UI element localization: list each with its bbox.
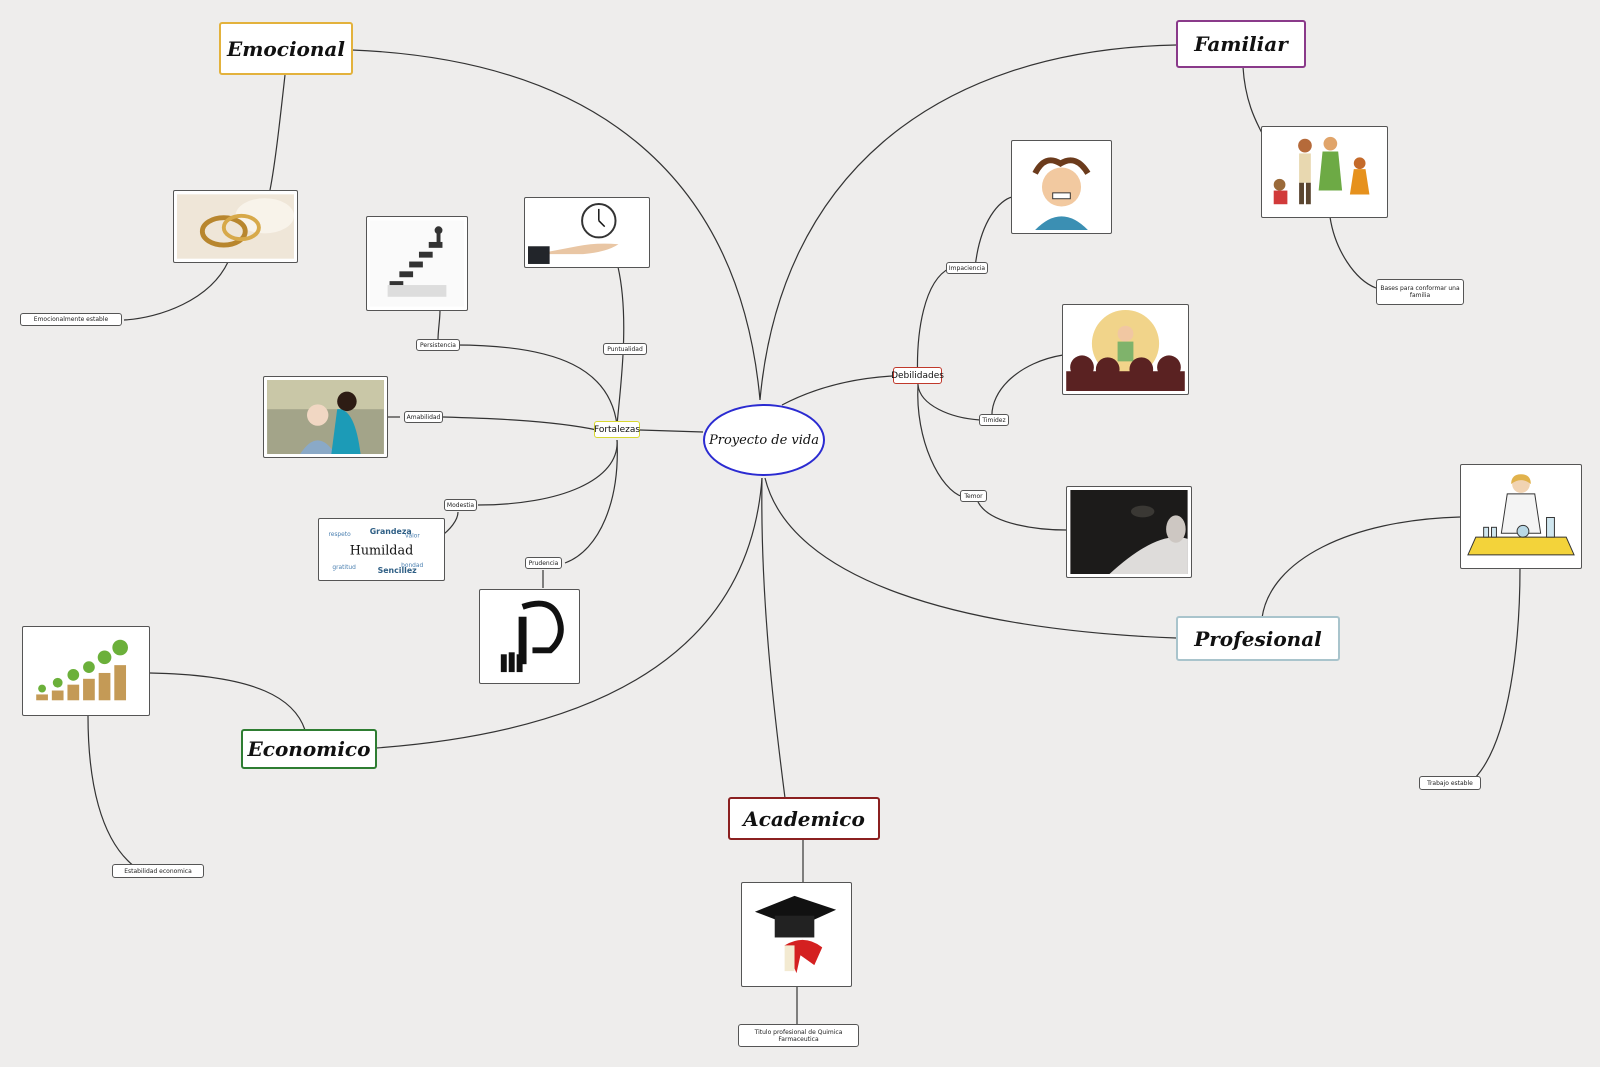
- svg-text:Grandeza: Grandeza: [370, 527, 412, 536]
- puntualidad-label[interactable]: Puntualidad: [603, 343, 647, 355]
- timidez-text: Timidez: [982, 416, 1006, 424]
- svg-text:Sencillez: Sencillez: [378, 566, 418, 575]
- prudencia-label[interactable]: Prudencia: [525, 557, 562, 569]
- branch-emocional-label: Emocional: [227, 36, 345, 61]
- fortalezas-node[interactable]: Fortalezas: [594, 421, 640, 438]
- wedding-rings-icon: [173, 190, 298, 263]
- central-topic-label: Proyecto de vida: [708, 432, 819, 448]
- impaciencia-label[interactable]: Impaciencia: [946, 262, 988, 274]
- profesional-leaf-text: Trabajo estable: [1427, 779, 1473, 787]
- fear-photo-icon: [1066, 486, 1192, 578]
- branch-profesional-label: Profesional: [1194, 626, 1322, 651]
- family-icon: [1261, 126, 1388, 218]
- branch-economico-label: Economico: [247, 737, 371, 761]
- shy-speaker-icon: [1062, 304, 1189, 395]
- caregiver-photo-icon: [263, 376, 388, 458]
- economico-leaf-text: Estabilidad economica: [124, 867, 192, 875]
- svg-text:bondad: bondad: [401, 563, 423, 569]
- word-cloud-word: Humildad: [350, 543, 414, 558]
- branch-familiar[interactable]: Familiar: [1176, 20, 1306, 68]
- svg-text:gratitud: gratitud: [332, 565, 356, 571]
- stairs-icon: [366, 216, 468, 311]
- branch-academico[interactable]: Academico: [728, 797, 880, 840]
- temor-label[interactable]: Temor: [960, 490, 987, 502]
- svg-text:valor: valor: [405, 534, 420, 540]
- modestia-text: Modestia: [446, 501, 475, 509]
- central-topic[interactable]: Proyecto de vida: [703, 404, 825, 476]
- timidez-label[interactable]: Timidez: [979, 414, 1009, 426]
- emocional-leaf-text: Emocionalmente estable: [33, 316, 109, 323]
- amabilidad-text: Amabilidad: [406, 413, 441, 421]
- economico-leaf[interactable]: Estabilidad economica: [112, 864, 204, 878]
- persistencia-label[interactable]: Persistencia: [416, 339, 460, 351]
- angry-person-icon: [1011, 140, 1112, 234]
- branch-emocional[interactable]: Emocional: [219, 22, 353, 75]
- temor-text: Temor: [964, 492, 983, 500]
- emocional-leaf[interactable]: Emocionalmente estable: [20, 313, 122, 326]
- debilidades-label: Debilidades: [891, 370, 944, 381]
- academico-leaf-text: Titulo profesional de Quimica Farmaceuti…: [754, 1028, 843, 1043]
- branch-economico[interactable]: Economico: [241, 729, 377, 769]
- svg-text:respeto: respeto: [328, 532, 351, 538]
- modestia-label[interactable]: Modestia: [444, 499, 477, 511]
- branch-profesional[interactable]: Profesional: [1176, 616, 1340, 661]
- fortalezas-label: Fortalezas: [593, 424, 641, 435]
- clock-in-hand-icon: [524, 197, 650, 268]
- graduation-cap-icon: [741, 882, 852, 987]
- amabilidad-label[interactable]: Amabilidad: [404, 411, 443, 423]
- familiar-leaf[interactable]: Bases para conformar una familia: [1376, 279, 1464, 305]
- profesional-leaf[interactable]: Trabajo estable: [1419, 776, 1481, 790]
- puntualidad-text: Puntualidad: [607, 345, 643, 353]
- persistencia-text: Persistencia: [420, 341, 456, 349]
- growing-coins-icon: [22, 626, 150, 716]
- impaciencia-text: Impaciencia: [948, 264, 986, 272]
- silence-gesture-icon: [479, 589, 580, 684]
- chemist-icon: [1460, 464, 1582, 569]
- academico-leaf[interactable]: Titulo profesional de Quimica Farmaceuti…: [738, 1024, 859, 1047]
- debilidades-node[interactable]: Debilidades: [891, 367, 944, 384]
- familiar-leaf-text: Bases para conformar una familia: [1380, 285, 1460, 299]
- branch-academico-label: Academico: [743, 806, 865, 831]
- prudencia-text: Prudencia: [528, 559, 559, 567]
- branch-familiar-label: Familiar: [1194, 32, 1288, 56]
